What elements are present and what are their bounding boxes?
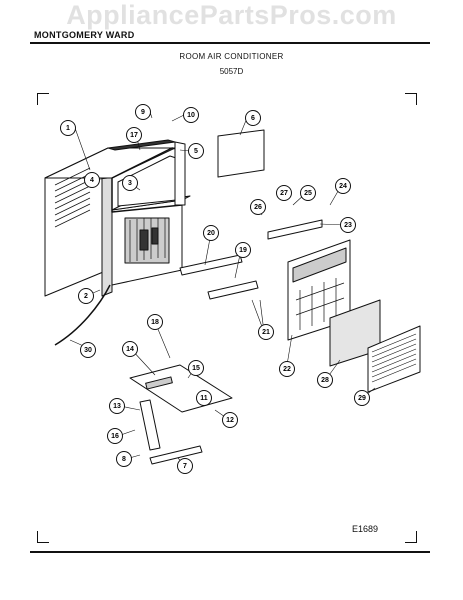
callout-18: 18 <box>147 314 163 330</box>
rail-part <box>179 254 243 276</box>
callout-29: 29 <box>354 390 370 406</box>
callout-number: 20 <box>207 230 215 237</box>
callout-12: 12 <box>222 412 238 428</box>
diagram-frame <box>37 93 417 543</box>
callout-number: 13 <box>113 403 121 410</box>
callout-22: 22 <box>279 361 295 377</box>
callout-7: 7 <box>177 458 193 474</box>
callout-number: 18 <box>151 319 159 326</box>
callout-number: 4 <box>90 177 94 184</box>
callout-number: 23 <box>344 222 352 229</box>
callout-number: 11 <box>200 395 208 402</box>
callout-number: 21 <box>262 329 270 336</box>
grille-part <box>367 325 421 393</box>
callout-10: 10 <box>183 107 199 123</box>
callout-23: 23 <box>340 217 356 233</box>
callout-number: 12 <box>226 417 234 424</box>
callout-number: 15 <box>192 365 200 372</box>
callout-30: 30 <box>80 342 96 358</box>
callout-16: 16 <box>107 428 123 444</box>
callout-number: 27 <box>280 190 288 197</box>
callout-number: 14 <box>126 346 134 353</box>
callout-number: 10 <box>187 112 195 119</box>
callout-number: 8 <box>122 456 126 463</box>
callout-24: 24 <box>335 178 351 194</box>
callout-number: 7 <box>183 463 187 470</box>
callout-number: 26 <box>254 204 262 211</box>
callout-number: 3 <box>128 180 132 187</box>
callout-28: 28 <box>317 372 333 388</box>
rail-part <box>207 280 259 300</box>
callout-6: 6 <box>245 110 261 126</box>
header-rule <box>30 42 430 44</box>
callout-25: 25 <box>300 185 316 201</box>
callout-14: 14 <box>122 341 138 357</box>
callout-5: 5 <box>188 143 204 159</box>
callout-number: 2 <box>84 293 88 300</box>
panel-part <box>217 129 265 178</box>
callout-1: 1 <box>60 120 76 136</box>
callout-21: 21 <box>258 324 274 340</box>
model-number: 5057D <box>219 67 244 76</box>
callout-20: 20 <box>203 225 219 241</box>
callout-number: 29 <box>358 395 366 402</box>
callout-number: 5 <box>194 148 198 155</box>
callout-number: 9 <box>141 109 145 116</box>
watermark: AppliancePartsPros.com <box>66 0 397 30</box>
callout-2: 2 <box>78 288 94 304</box>
power-cord-part <box>54 284 111 346</box>
diagram-code: E1689 <box>352 524 379 534</box>
callout-number: 1 <box>66 125 70 132</box>
bracket-part <box>267 219 323 240</box>
window-frame-part <box>107 139 186 213</box>
callout-number: 19 <box>239 247 247 254</box>
callout-number: 28 <box>321 377 329 384</box>
brand-label: MONTGOMERY WARD <box>34 30 135 40</box>
footer-rule <box>30 551 430 553</box>
callout-11: 11 <box>196 390 212 406</box>
callout-number: 25 <box>304 190 312 197</box>
callout-number: 17 <box>130 132 138 139</box>
callout-number: 16 <box>111 433 119 440</box>
callout-number: 6 <box>251 115 255 122</box>
diagram-title: ROOM AIR CONDITIONER <box>179 52 284 61</box>
callout-13: 13 <box>109 398 125 414</box>
callout-9: 9 <box>135 104 151 120</box>
callout-number: 30 <box>84 347 92 354</box>
callout-number: 24 <box>339 183 347 190</box>
callout-15: 15 <box>188 360 204 376</box>
callout-3: 3 <box>122 175 138 191</box>
callout-4: 4 <box>84 172 100 188</box>
callout-17: 17 <box>126 127 142 143</box>
callout-8: 8 <box>116 451 132 467</box>
callout-27: 27 <box>276 185 292 201</box>
support-bracket-part <box>129 364 233 465</box>
chassis-part <box>111 195 191 286</box>
callout-number: 22 <box>283 366 291 373</box>
callout-19: 19 <box>235 242 251 258</box>
callout-26: 26 <box>250 199 266 215</box>
